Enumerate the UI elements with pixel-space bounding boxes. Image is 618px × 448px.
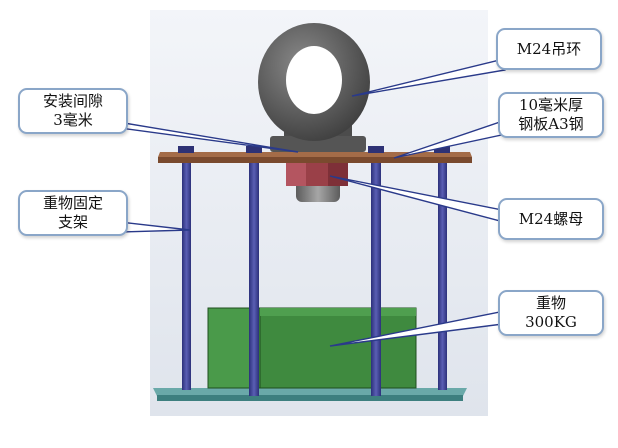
eye-bolt-label: M24吊环: [516, 39, 582, 58]
nut: [286, 162, 348, 186]
rod-left-front: [249, 152, 259, 396]
weight-block: [207, 307, 417, 389]
support-rods: [182, 152, 447, 396]
callout-weight: 重物 300KG: [498, 290, 604, 336]
callout-nut: M24螺母: [498, 198, 604, 240]
callout-plate: 10毫米厚 钢板A3钢: [498, 92, 604, 138]
rod-right-front: [371, 152, 381, 396]
eye-bolt: [258, 23, 370, 152]
plate-label-line2: 钢板A3钢: [518, 115, 584, 133]
rod-left-back: [182, 152, 191, 390]
steel-plate: [158, 152, 472, 163]
gap-label-line2: 3毫米: [53, 111, 93, 129]
frame-label-line2: 支架: [57, 213, 88, 231]
callout-frame: 重物固定 支架: [18, 190, 128, 236]
rod-top-nuts: [178, 146, 450, 153]
plate-label-line1: 10毫米厚: [518, 96, 584, 114]
weight-label-line2: 300KG: [525, 313, 577, 331]
nut-label: M24螺母: [518, 209, 584, 228]
weight-label-line1: 重物: [535, 294, 566, 312]
gap-label-line1: 安装间隙: [42, 92, 103, 110]
frame-label-line1: 重物固定: [42, 194, 103, 212]
rod-right-back: [438, 152, 447, 390]
base-plate: [153, 388, 467, 401]
callout-gap: 安装间隙 3毫米: [18, 88, 128, 134]
callout-eye-bolt: M24吊环: [496, 28, 602, 70]
